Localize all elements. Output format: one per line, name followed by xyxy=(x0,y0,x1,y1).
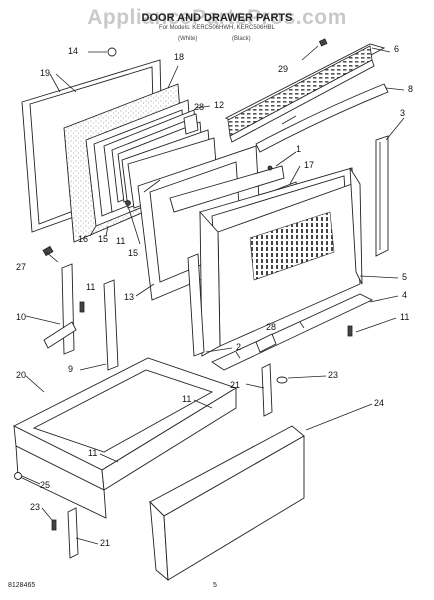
model-subtitle: For Models: KERC506HWH, KERC506HBL xyxy=(158,25,276,31)
callout-10: 10 xyxy=(16,312,27,322)
callout-5: 5 xyxy=(402,272,408,282)
diagram-title: DOOR AND DRAWER PARTS xyxy=(141,12,293,24)
part-25-screw xyxy=(14,472,22,480)
callout-28-b: 28 xyxy=(266,322,277,332)
part-27-clip xyxy=(42,245,54,257)
callout-11-hinge: 11 xyxy=(86,282,96,292)
part-3-hinge-channel xyxy=(375,135,389,257)
part-4-bottom-door-trim xyxy=(211,293,374,371)
part-2-side-trim xyxy=(187,253,205,357)
callout-1: 1 xyxy=(296,144,302,154)
leader-lines xyxy=(21,47,405,545)
callout-16: 16 xyxy=(78,234,89,244)
part-14-screw xyxy=(88,47,117,57)
callout-23-b: 23 xyxy=(30,502,41,512)
callout-28: 28 xyxy=(194,102,205,112)
callout-9: 9 xyxy=(68,364,74,374)
part-24-drawer-front xyxy=(149,425,305,582)
callout-14: 14 xyxy=(68,46,79,56)
callout-15-b: 15 xyxy=(128,248,139,258)
part-23-glide-clip xyxy=(51,376,288,531)
part-11-screw-glass xyxy=(125,200,131,206)
callout-12: 12 xyxy=(214,100,225,110)
part-9-side-panel xyxy=(103,279,119,371)
callout-13: 13 xyxy=(124,292,135,302)
part-29-clip xyxy=(301,38,328,61)
callout-6: 6 xyxy=(394,44,400,54)
color-white-label: (White) xyxy=(178,36,198,42)
callout-24: 24 xyxy=(374,398,385,408)
color-black-label: (Black) xyxy=(232,36,251,42)
callout-29: 29 xyxy=(278,64,289,74)
callout-23-a: 23 xyxy=(328,370,339,380)
callout-21-b: 21 xyxy=(100,538,111,548)
callout-15-a: 15 xyxy=(98,234,109,244)
callout-3: 3 xyxy=(400,108,406,118)
callout-20: 20 xyxy=(16,370,27,380)
watermark: AppliancePartsPros.com xyxy=(87,6,347,29)
part-28-bracket xyxy=(255,333,277,353)
callout-11-bottom: 11 xyxy=(88,448,98,458)
part-8-door-handle xyxy=(255,83,389,153)
part-12-bracket xyxy=(183,113,199,135)
callout-8: 8 xyxy=(408,84,414,94)
callout-18: 18 xyxy=(174,52,185,62)
callout-19: 19 xyxy=(40,68,51,78)
footer-code: 8128465 xyxy=(8,582,36,589)
callout-2: 2 xyxy=(236,342,242,352)
footer-page-number: 5 xyxy=(213,582,217,589)
part-5-outer-door xyxy=(199,167,363,357)
part-20-drawer xyxy=(12,357,238,519)
callout-11-right: 11 xyxy=(400,312,410,322)
callout-25: 25 xyxy=(40,480,51,490)
callout-17: 17 xyxy=(304,160,315,170)
callout-21-a: 21 xyxy=(230,380,241,390)
callout-11-glass: 11 xyxy=(116,236,126,246)
part-6-control-panel xyxy=(225,43,386,143)
callout-11-drawer: 11 xyxy=(182,394,192,404)
callout-27: 27 xyxy=(16,262,27,272)
part-21-drawer-glide xyxy=(67,363,273,559)
part-10-hinge xyxy=(43,263,77,355)
callout-4: 4 xyxy=(402,290,408,300)
